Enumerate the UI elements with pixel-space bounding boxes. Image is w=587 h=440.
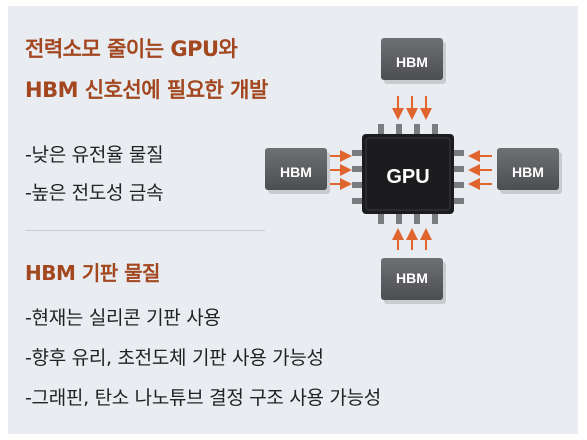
substrate-item-graphene: -그래핀, 탄소 나노튜브 결정 구조 사용 가능성 (25, 387, 381, 409)
material-item-conductive-metal: -높은 전도성 금속 (25, 182, 164, 204)
hbm-left-chip (265, 148, 330, 194)
gpu-pins (352, 124, 464, 224)
infographic-panel (8, 6, 578, 434)
hbm-bottom-chip (381, 258, 446, 304)
gpu-label: GPU (386, 166, 429, 188)
signal-arrows-bottom (392, 228, 432, 250)
hbm-right-chip (497, 148, 562, 194)
signal-arrows-left (330, 150, 352, 190)
title-line-1: 전력소모 줄이는 GPU와 (25, 37, 238, 61)
hbm-top-chip (381, 38, 446, 84)
hbm-left-label: HBM (280, 164, 312, 180)
substrate-section-title: HBM 기판 물질 (25, 261, 160, 285)
title-line-2: HBM 신호선에 필요한 개발 (25, 78, 268, 102)
signal-arrows-right (468, 150, 492, 190)
hbm-bottom-label: HBM (396, 270, 428, 286)
substrate-item-glass: -향후 유리, 초전도체 기판 사용 가능성 (25, 347, 324, 369)
material-item-low-k: -낮은 유전율 물질 (25, 144, 164, 166)
hbm-top-label: HBM (396, 54, 428, 70)
substrate-item-silicon: -현재는 실리콘 기판 사용 (25, 307, 221, 329)
hbm-right-label: HBM (512, 164, 544, 180)
section-divider (25, 230, 265, 231)
gpu-chip (362, 134, 454, 214)
signal-arrows-top (392, 96, 432, 120)
